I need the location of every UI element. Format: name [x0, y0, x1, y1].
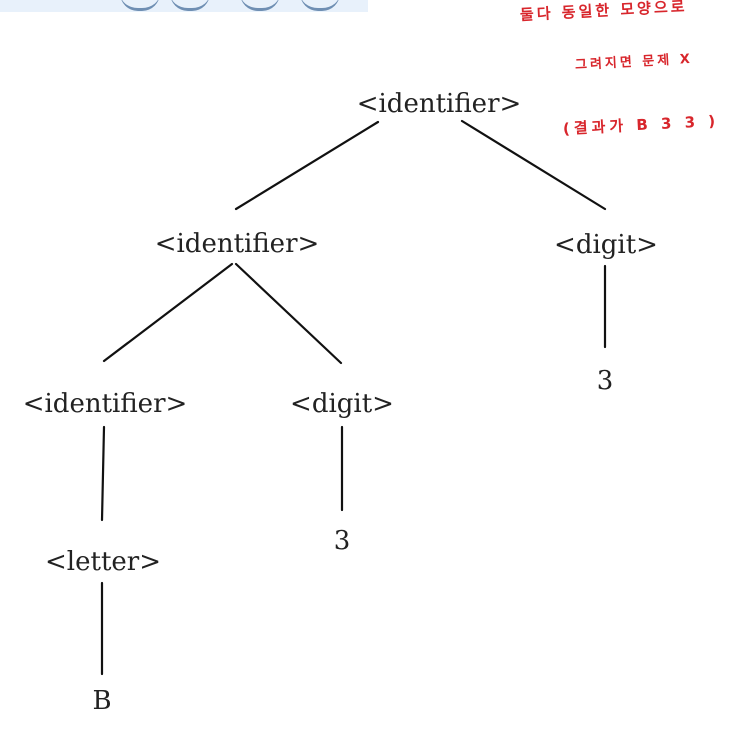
node-root-identifier: <identifier>: [356, 89, 522, 119]
cropped-glyph: [170, 0, 210, 11]
edge-root-to-right-digit: [460, 119, 607, 211]
cropped-glyph: [300, 0, 340, 11]
node-left-digit-value: 3: [333, 526, 351, 556]
node-left-digit: <digit>: [290, 389, 394, 419]
node-letter-value: B: [92, 686, 112, 716]
edge-left-identifier-to-left-digit: [234, 262, 343, 365]
cropped-glyph: [240, 0, 280, 11]
node-letter: <letter>: [45, 547, 161, 577]
node-left-identifier: <identifier>: [154, 229, 320, 259]
edge-leftleft-to-letter: [100, 425, 106, 522]
edge-root-to-left-identifier: [234, 120, 380, 211]
edge-left-identifier-to-leftleft: [102, 262, 234, 363]
node-leftleft-identifier: <identifier>: [22, 389, 188, 419]
cropped-header-bar: [0, 0, 368, 12]
cropped-glyph: [120, 0, 160, 11]
node-right-digit-value: 3: [596, 366, 614, 396]
node-right-digit: <digit>: [554, 230, 658, 260]
